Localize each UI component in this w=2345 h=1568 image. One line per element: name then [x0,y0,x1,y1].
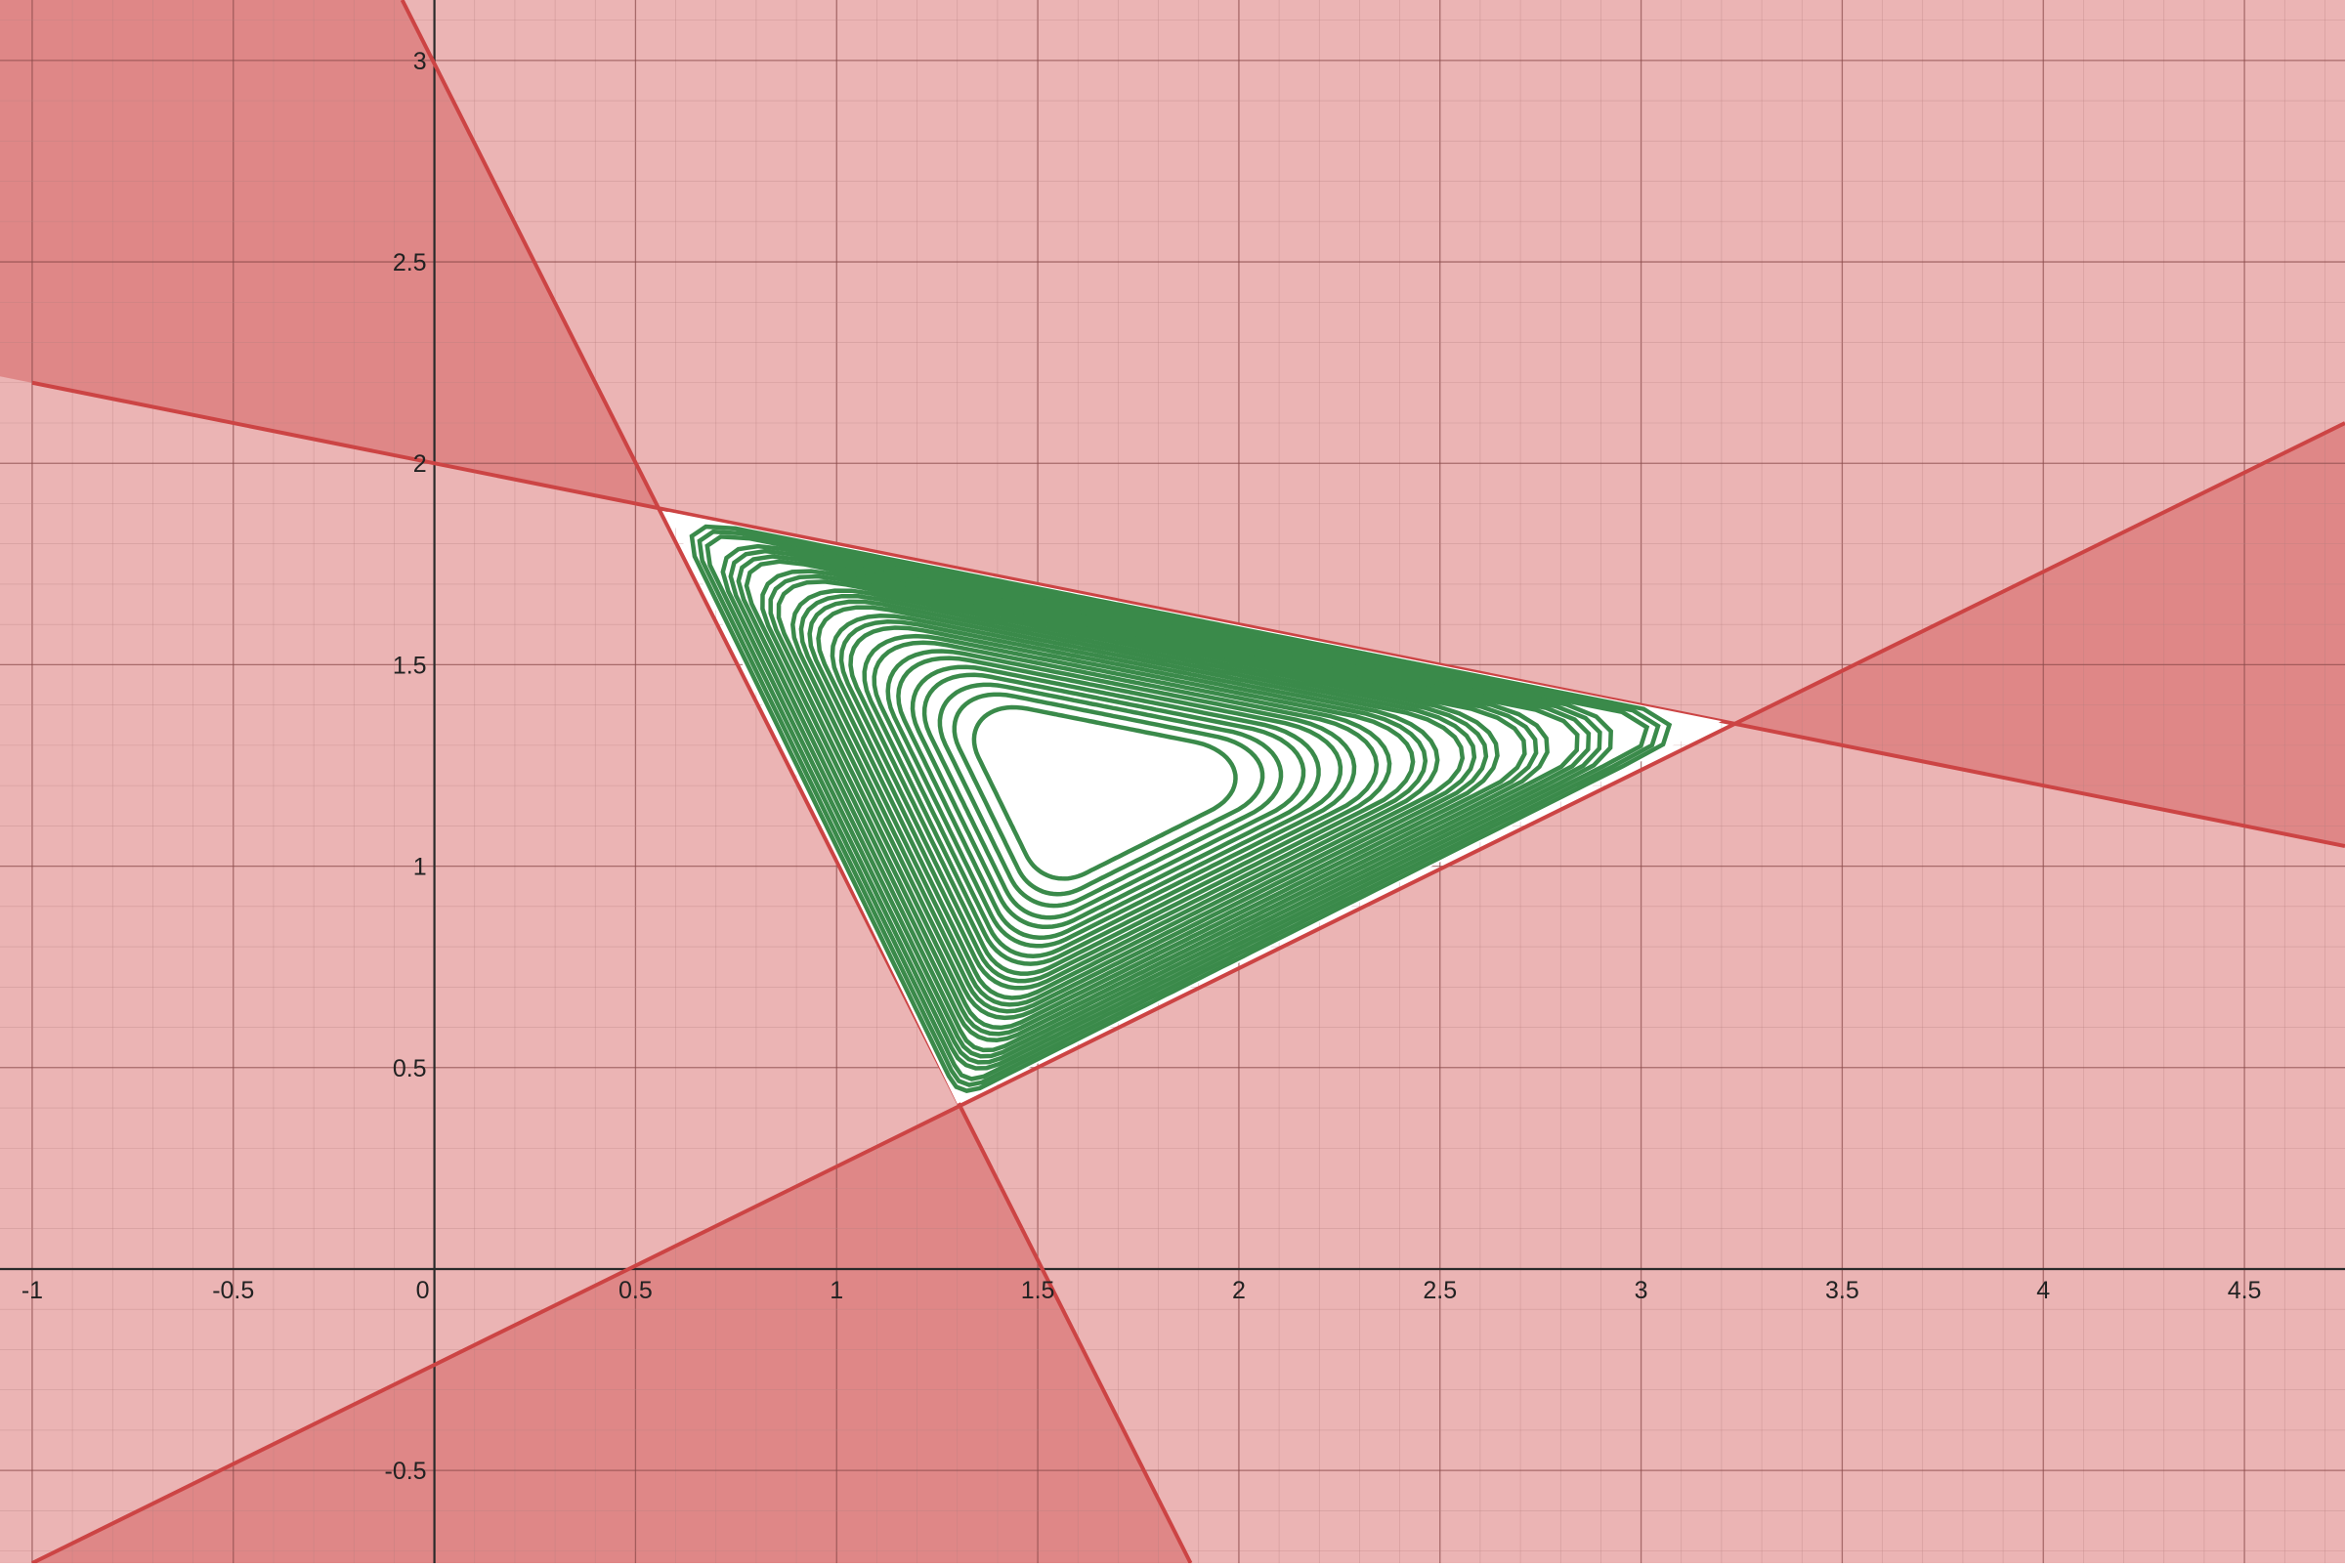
contour-curve-11 [838,619,1428,984]
contour-curve-1 [971,704,1238,881]
contour-curve-5 [910,664,1321,930]
contour-curve-9 [862,633,1392,966]
contour-curves [667,511,1722,1104]
x-tick-label: 2 [1232,1277,1246,1304]
y-tick-label: 0.5 [393,1055,427,1082]
contour-curve-23 [720,543,1613,1071]
x-tick-label: 3.5 [1825,1277,1859,1304]
contour-curve-25 [697,529,1661,1087]
x-tick-label: 1.5 [1021,1277,1055,1304]
contour-curve-24 [704,534,1650,1081]
y-tick-label: -0.5 [385,1458,427,1485]
contour-curve-18 [768,573,1539,1037]
contour-curve-3 [937,682,1284,909]
contour-curve-13 [816,605,1466,1000]
x-tick-label: 3 [1635,1277,1648,1304]
boundary-lines [31,0,2345,1565]
x-tick-label: 0.5 [618,1277,653,1304]
x-tick-label: -0.5 [212,1277,254,1304]
y-tick-label: 2 [413,450,427,478]
contour-curve-17 [776,579,1527,1031]
contour-curve-10 [848,625,1416,976]
x-tick-label: 1 [830,1277,843,1304]
contour-curve-7 [885,649,1357,949]
y-tick-label: 1 [413,854,427,881]
y-tick-label: 1.5 [393,652,427,679]
contour-curve-8 [872,640,1380,958]
x-tick-label: 4.5 [2228,1277,2262,1304]
tick-labels: -1 -0.5 0 0.5 1 1.5 2 2.5 3 3.5 4 4.5 -0.5 0.5 1 1.5 2 2.… [21,48,2262,1485]
x-tick-label: -1 [21,1277,43,1304]
contour-curve-4 [921,672,1306,920]
x-tick-label: 2.5 [1423,1277,1457,1304]
contour-curve-26 [689,524,1673,1093]
contour-curve-14 [807,599,1477,1007]
y-tick-label: 3 [413,48,427,75]
y-tick-label: 2.5 [393,249,427,276]
boundary-line-3 [31,421,2345,1565]
contour-curve-19 [760,569,1550,1043]
contour-curve-15 [798,593,1489,1014]
contour-curve-12 [830,613,1440,991]
boundary-line-1 [31,380,2345,848]
contour-curve-6 [896,656,1343,940]
x-tick-label: 4 [2036,1277,2050,1304]
contour-curve-21 [736,554,1592,1059]
contour-curve-22 [728,548,1602,1065]
boundary-line-2 [400,0,1193,1564]
contour-curve-16 [790,588,1500,1021]
x-tick-label: 0 [416,1277,430,1304]
contour-curve-2 [952,692,1265,897]
contour-curve-20 [744,559,1580,1053]
